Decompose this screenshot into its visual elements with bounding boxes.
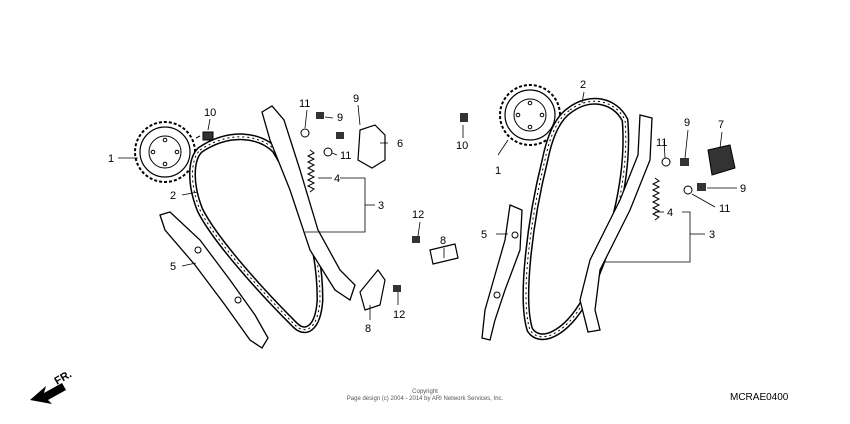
left-callout-3: 3	[378, 200, 384, 212]
right-tensioner-arm	[579, 114, 653, 333]
left-bolt-9	[336, 132, 344, 139]
left-washer-top	[300, 128, 310, 138]
right-callout-2: 2	[580, 79, 586, 91]
left-callout-6: 6	[397, 138, 403, 150]
right-washer-11b	[683, 185, 693, 195]
left-callout-5: 5	[170, 261, 176, 273]
left-callout-11: 11	[340, 150, 351, 162]
left-callout-11-top: 11	[299, 98, 310, 110]
left-sprocket-bolt	[195, 131, 214, 141]
right-sprocket-bolt	[460, 113, 468, 122]
left-callout-4: 4	[334, 173, 340, 185]
left-callout-10: 10	[204, 107, 216, 119]
right-callout-9-lower: 9	[740, 183, 746, 195]
left-callout-2: 2	[170, 190, 176, 202]
left-cam-chain	[189, 133, 324, 334]
right-leader-lines	[462, 91, 737, 263]
right-callout-4: 4	[667, 207, 673, 219]
left-tensioner-lifter	[357, 124, 386, 169]
right-callout-10: 10	[456, 140, 468, 152]
front-label: FR.	[53, 368, 74, 387]
right-callout-7: 7	[718, 119, 724, 131]
left-bolt-12-lower	[393, 285, 401, 292]
right-tensioner-spring	[651, 177, 661, 221]
diagram-code: MCRAE0400	[730, 392, 789, 403]
right-callout-11-upper: 11	[656, 137, 667, 149]
copyright-line-1: Copyright	[412, 389, 438, 395]
left-gasket-plate-lower	[359, 269, 386, 311]
left-callout-9: 9	[337, 112, 343, 124]
right-bolt-9b	[697, 183, 706, 191]
left-callout-12-upper: 12	[412, 209, 424, 221]
left-cam-sprocket	[134, 121, 196, 183]
left-callout-8-upper: 8	[440, 235, 446, 247]
left-bolt-12-upper	[412, 236, 420, 243]
right-bolt-9a	[680, 158, 689, 166]
left-callout-8-lower: 8	[365, 323, 371, 335]
left-callout-12-lower: 12	[393, 309, 405, 321]
right-callout-5: 5	[481, 229, 487, 241]
left-callout-1: 1	[108, 153, 114, 165]
left-callout-9-top: 9	[353, 93, 359, 105]
left-chain-guide	[159, 211, 269, 349]
right-tensioner-lifter	[707, 144, 736, 176]
right-callout-3: 3	[709, 229, 715, 241]
left-bolt-upper	[316, 112, 324, 119]
right-chain-guide	[481, 204, 523, 341]
right-washer-11a	[661, 157, 671, 167]
left-tensioner-spring	[306, 149, 316, 193]
right-callout-1: 1	[495, 165, 501, 177]
copyright-line-2: Page design (c) 2004 - 2014 by ARI Netwo…	[346, 396, 504, 402]
right-callout-11-lower: 11	[719, 203, 730, 215]
left-washer-11	[323, 147, 333, 157]
left-leader-lines	[118, 104, 445, 320]
left-tensioner-arm	[261, 105, 356, 302]
right-callout-9-upper: 9	[684, 117, 690, 129]
